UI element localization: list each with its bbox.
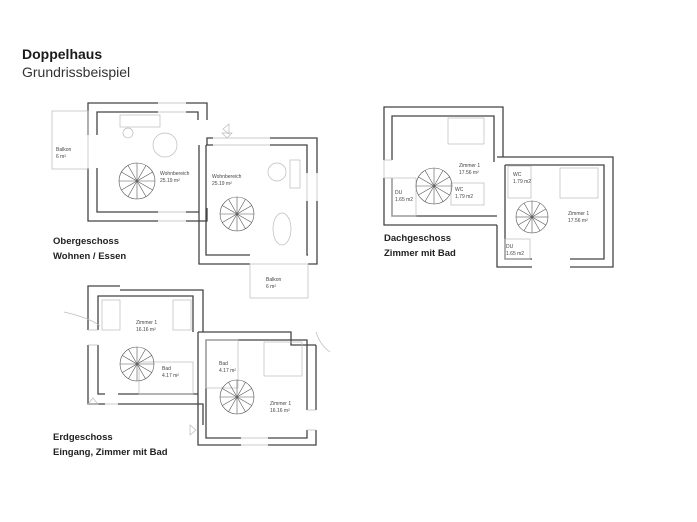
room-area: 17.56 m² (459, 170, 479, 176)
room-label: Zimmer 1 (136, 320, 157, 326)
room-area: 17.56 m² (568, 218, 588, 224)
room-label: Zimmer 1 (270, 401, 291, 407)
stair-step (136, 171, 153, 182)
windows-and-furniture (51, 102, 599, 446)
stair-step (122, 363, 138, 373)
room-area: 16.16 m² (136, 327, 156, 333)
floor-title-obergeschoss: Obergeschoss Wohnen / Essen (53, 234, 126, 264)
room-area: 4.17 m² (162, 373, 179, 379)
stair-step (136, 363, 146, 379)
stair-step (531, 216, 541, 232)
room-area: 1.79 m2 (513, 179, 531, 185)
page-title: Doppelhaus (22, 46, 103, 62)
room-area: 6 m² (56, 154, 66, 160)
stair-step (418, 176, 435, 187)
stair-step (222, 396, 238, 406)
stair-step (121, 180, 138, 191)
room-area: 4.17 m² (219, 368, 236, 374)
stair-step (136, 180, 147, 197)
stair-step (136, 165, 147, 182)
floor-name: Erdgeschoss (53, 432, 113, 443)
room-area: 25.19 m² (160, 178, 180, 184)
floor-title-erdgeschoss: Erdgeschoss Eingang, Zimmer mit Bad (53, 430, 168, 460)
stair-step (222, 205, 238, 215)
stair-step (236, 382, 246, 398)
stair-step (433, 185, 444, 202)
stair-step (127, 165, 138, 182)
stair-step (136, 355, 152, 365)
page-subtitle: Grundrissbeispiel (22, 64, 131, 80)
room-area: 1.65 m2 (395, 197, 413, 203)
room-label: Bad (162, 366, 171, 372)
floor-name: Dachgeschoss (384, 233, 452, 244)
room-label: WC (455, 187, 464, 193)
stair-step (236, 199, 246, 215)
stair-step (136, 363, 152, 373)
stair-step (517, 208, 533, 218)
stair-step (531, 216, 547, 226)
room-label: Balkon (266, 277, 282, 283)
walls (87, 102, 614, 446)
stair-step (228, 396, 238, 412)
stair-step (127, 180, 138, 197)
floor-title-dachgeschoss: Dachgeschoss Zimmer mit Bad (384, 231, 456, 261)
room-label: DU (506, 244, 514, 250)
stair-step (128, 349, 138, 365)
stair-step (433, 170, 444, 187)
room-area: 1.65 m2 (506, 251, 524, 257)
stair-step (122, 355, 138, 365)
stair-step (531, 208, 547, 218)
room-label: DU (395, 190, 403, 196)
room-label: Bad (219, 361, 228, 367)
stair-step (136, 180, 153, 191)
stair-step (136, 349, 146, 365)
stair-step (236, 388, 252, 398)
stair-step (531, 202, 541, 218)
stair-step (433, 185, 450, 196)
stair-step (236, 205, 252, 215)
stair-step (228, 213, 238, 229)
stair-step (236, 213, 252, 223)
stair-step (222, 213, 238, 223)
stair-step (523, 216, 533, 232)
room-label: Balkon (56, 147, 72, 153)
floor-subtitle: Wohnen / Essen (53, 251, 127, 262)
stair-step (523, 202, 533, 218)
floor-subtitle: Zimmer mit Bad (384, 248, 456, 259)
stair-step (128, 363, 138, 379)
stair-step (418, 185, 435, 196)
stair-step (236, 396, 252, 406)
stair-step (433, 176, 450, 187)
room-label: Wohnbereich (160, 171, 190, 177)
room-label: Zimmer 1 (459, 163, 480, 169)
stair-step (121, 171, 138, 182)
room-label: Zimmer 1 (568, 211, 589, 217)
room-area: 6 m² (266, 284, 276, 290)
stair-step (222, 388, 238, 398)
room-area: 16.16 m² (270, 408, 290, 414)
room-area: 25.19 m² (212, 181, 232, 187)
stair-step (228, 382, 238, 398)
stair-step (517, 216, 533, 226)
room-label: WC (513, 172, 522, 178)
stair-step (424, 185, 435, 202)
room-area: 1.79 m2 (455, 194, 473, 200)
room-label: Wohnbereich (212, 174, 242, 180)
floor-subtitle: Eingang, Zimmer mit Bad (53, 447, 168, 458)
spiral-stairs (118, 162, 549, 415)
stair-step (424, 170, 435, 187)
stair-step (228, 199, 238, 215)
stair-step (236, 213, 246, 229)
stair-step (236, 396, 246, 412)
floor-name: Obergeschoss (53, 236, 119, 247)
